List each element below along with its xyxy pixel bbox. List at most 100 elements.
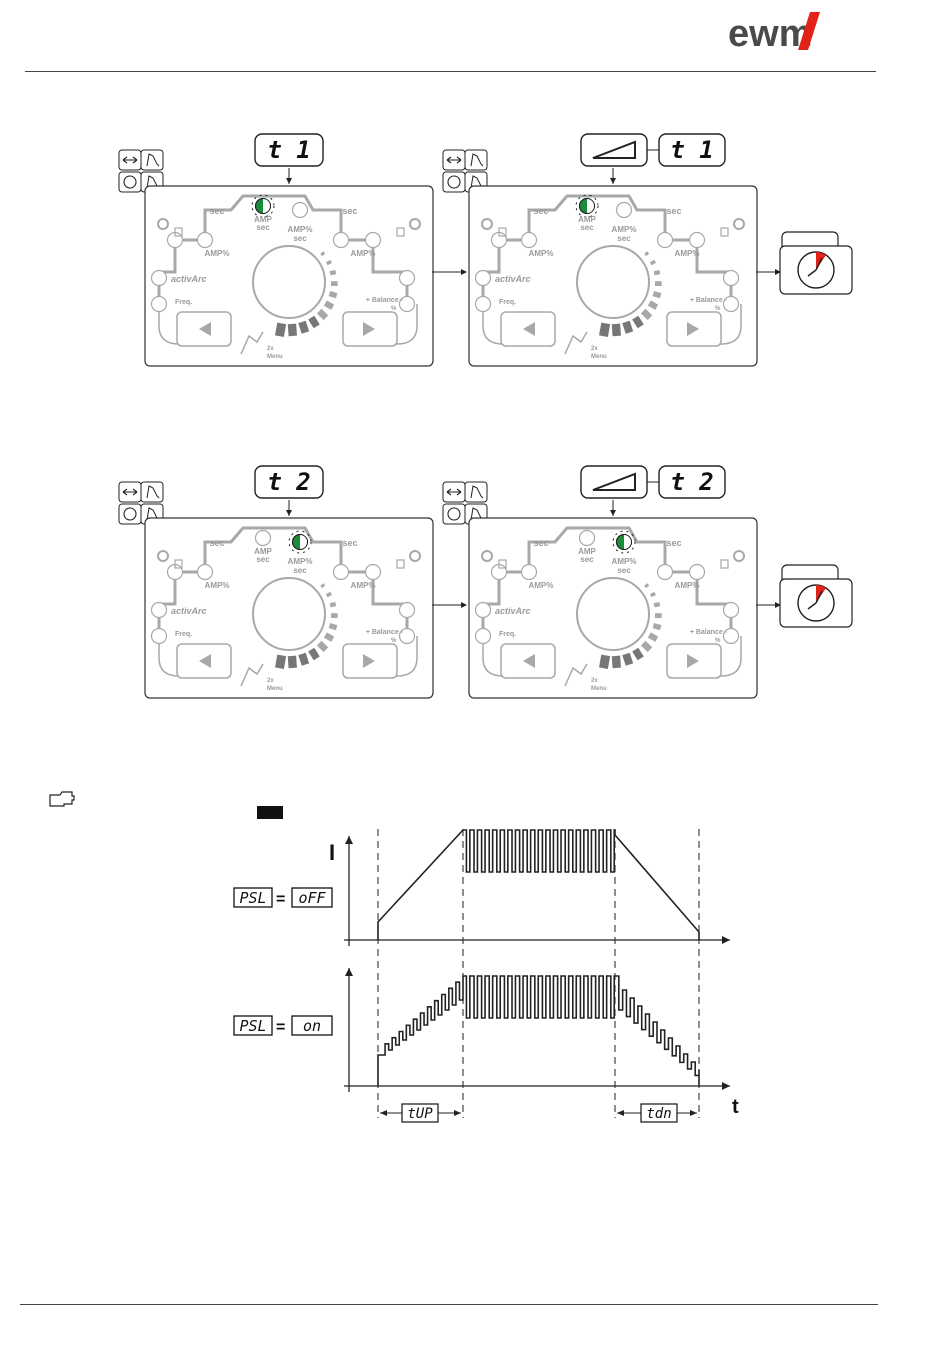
- led-blink-rays: [612, 530, 636, 554]
- gas-pre-icon: [481, 550, 493, 562]
- press-hand-glyph: [146, 153, 160, 167]
- gas-post-icon: [409, 218, 421, 230]
- label-2x: 2x: [591, 678, 598, 684]
- knob-scale-segment: [622, 320, 634, 334]
- segment-display: [254, 465, 324, 499]
- led-main-current: [578, 529, 596, 547]
- left-arrow-icon: [523, 322, 535, 336]
- knob-scale-segment: [622, 652, 634, 666]
- control-knob: [576, 577, 650, 651]
- gas-post-icon: [733, 218, 745, 230]
- segment-display: [658, 465, 726, 499]
- dimension-tup-box: [401, 1103, 439, 1123]
- led-main-amp: [291, 201, 309, 219]
- display-connector-arrow: [610, 510, 616, 516]
- led-active-ring: [255, 198, 271, 214]
- upper-y-arrowhead: [345, 836, 353, 844]
- led-downslope: [656, 563, 674, 581]
- rotate-knob-icon: [118, 503, 142, 525]
- label-amp-pct-left: AMP%: [205, 249, 230, 258]
- legend-psl-label-off-box: [233, 887, 273, 908]
- clock-hand: [807, 602, 817, 610]
- label-activarc: activArc: [171, 606, 207, 616]
- knob-scale-segment: [653, 602, 661, 608]
- press-hand-glyph: [470, 485, 484, 499]
- lower-right-loop: [669, 636, 742, 677]
- rotate-knob-glyph: [447, 175, 461, 189]
- label-amp-pct-main: AMP%: [612, 557, 637, 566]
- flow-arrowhead: [775, 269, 781, 275]
- label-menu: Menu: [267, 354, 283, 360]
- label-amp: AMP: [254, 215, 272, 224]
- swap-arrow-glyph: [122, 488, 138, 496]
- led-active-ring: [616, 534, 632, 550]
- label-amp-pct-left: AMP%: [529, 249, 554, 258]
- label-amp-pct-left: AMP%: [205, 581, 230, 590]
- rotate-knob-glyph: [447, 507, 461, 521]
- led-gas-post: [398, 269, 416, 287]
- knob-scale-segment: [632, 315, 644, 329]
- left-arrow-icon: [199, 322, 211, 336]
- right-arrow-icon: [363, 654, 375, 668]
- led-end-current: [364, 563, 382, 581]
- flow-arrowhead: [461, 602, 467, 608]
- segment-display-value: t 2: [267, 468, 310, 496]
- led-blink-rays: [575, 194, 599, 218]
- knob-scale-segment: [599, 322, 611, 337]
- swap-arrow-glyph: [446, 488, 462, 496]
- knob-scale-segment: [647, 300, 659, 310]
- label-sec-main: sec: [293, 234, 307, 243]
- led-activarc: [474, 627, 492, 645]
- label-sec-main: sec: [617, 234, 631, 243]
- ewm-logo: ewm: [728, 12, 820, 52]
- panel-buttons-legend: [442, 149, 488, 193]
- label-2x: 2x: [267, 346, 274, 352]
- sequence-trace: [481, 194, 733, 296]
- label-amp-pct-right: AMP%: [675, 581, 700, 590]
- y-axis-label: I: [329, 840, 335, 865]
- knob-scale-segment: [316, 640, 329, 653]
- label-balance: + Balance -: [690, 297, 728, 304]
- knob-scale-segment: [308, 647, 320, 661]
- knob-scale-segment: [611, 323, 621, 337]
- flow-arrowhead: [775, 602, 781, 608]
- display-connector-arrow: [286, 510, 292, 516]
- knob-scale-segment: [328, 622, 338, 631]
- knob-scale-segment: [649, 259, 656, 266]
- label-sec-main: sec: [293, 566, 307, 575]
- press-hand-glyph: [146, 485, 160, 499]
- label-amp: AMP: [578, 215, 596, 224]
- left-arrow-icon: [523, 654, 535, 668]
- legend-psl-label-off: PSL: [239, 889, 266, 907]
- label-pct: %: [391, 306, 397, 312]
- ramp-icon: [592, 472, 636, 491]
- legend-off-value-box: [291, 887, 333, 908]
- segment-display: [254, 133, 324, 167]
- label-amp-pct-right: AMP%: [351, 249, 376, 258]
- knob-scale-segment: [652, 290, 662, 299]
- control-knob: [576, 245, 650, 319]
- led-active-half: [624, 534, 632, 550]
- label-amp: AMP: [578, 547, 596, 556]
- label-amp-pct-right: AMP%: [675, 249, 700, 258]
- press-hand-icon: [140, 149, 164, 171]
- clock-hand: [807, 269, 817, 277]
- hand-pointer-icon: [49, 791, 75, 807]
- led-downslope: [332, 231, 350, 249]
- gas-pre-icon: [157, 550, 169, 562]
- clock-hand: [815, 590, 823, 604]
- footer-rule: [20, 1304, 878, 1305]
- torch-icon-right: [720, 227, 729, 237]
- press-hand-icon: [464, 481, 488, 503]
- series-psl-off: [377, 829, 700, 940]
- label-sec-right: sec: [342, 538, 357, 548]
- knob-scale-segment: [275, 322, 287, 337]
- led-upslope: [520, 231, 538, 249]
- label-2x: 2x: [591, 346, 598, 352]
- label-pct: %: [391, 638, 397, 644]
- legend-equals-off: =: [276, 891, 285, 908]
- rotate-knob-icon: [118, 171, 142, 193]
